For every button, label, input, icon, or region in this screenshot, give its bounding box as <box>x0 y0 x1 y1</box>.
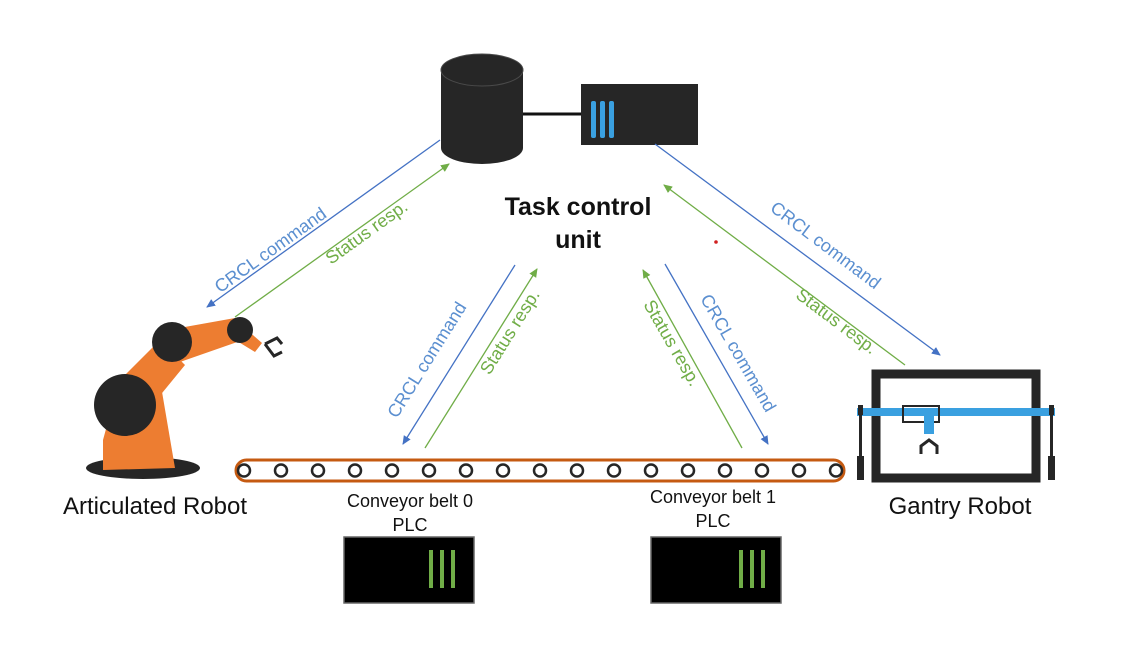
plc-icon <box>650 536 782 604</box>
task-control-line2: unit <box>555 226 601 254</box>
conveyor-roller <box>310 463 326 478</box>
conveyor-roller <box>754 463 770 478</box>
arm-command-label: CRCL command <box>211 203 330 296</box>
conveyor-belt-icon <box>234 458 846 483</box>
gantry-icon <box>857 369 1055 483</box>
belt1-status-label: Status resp. <box>640 296 705 389</box>
belt0-status-label: Status resp. <box>476 286 544 378</box>
conveyor-roller <box>828 463 844 478</box>
conveyor-roller <box>606 463 622 478</box>
belt1-status-arrow <box>642 269 743 449</box>
articulated-robot-label: Articulated Robot <box>62 493 248 520</box>
conveyor-roller <box>347 463 363 478</box>
task-control-line1: Task control <box>504 193 652 221</box>
database-icon <box>440 53 524 164</box>
conveyor1-line2: PLC <box>695 511 731 531</box>
belt0-status-arrow <box>424 268 538 449</box>
conveyor-roller <box>384 463 400 478</box>
belt0-command-label: CRCL command <box>383 298 470 421</box>
server-icon <box>581 84 698 145</box>
conveyor-roller <box>643 463 659 478</box>
conveyor-roller <box>569 463 585 478</box>
task-control-label: Task control unit <box>478 191 678 257</box>
robot-arm-icon <box>86 317 284 479</box>
belt0-command-arrow <box>402 264 516 445</box>
conveyor-roller <box>236 463 252 478</box>
conveyor-roller <box>273 463 289 478</box>
conveyor-roller <box>680 463 696 478</box>
conveyor-roller <box>421 463 437 478</box>
conveyor1-label: Conveyor belt 1 PLC <box>623 485 803 533</box>
arm-command-arrow <box>206 139 441 308</box>
conveyor-roller <box>717 463 733 478</box>
conveyor-roller <box>458 463 474 478</box>
red-dot-marker <box>714 240 718 244</box>
belt1-command-label: CRCL command <box>696 291 780 416</box>
belt1-command-arrow <box>664 263 769 445</box>
gantry-robot-label: Gantry Robot <box>888 493 1032 520</box>
plc-icon <box>343 536 475 604</box>
gantry-command-arrow <box>654 143 941 356</box>
conveyor0-line1: Conveyor belt 0 <box>346 491 474 511</box>
arm-status-arrow <box>234 163 450 318</box>
arm-status-label: Status resp. <box>322 196 412 268</box>
gantry-status-label: Status resp. <box>792 284 881 358</box>
conveyor-roller <box>791 463 807 478</box>
conveyor-roller <box>532 463 548 478</box>
gantry-command-label: CRCL command <box>767 197 885 293</box>
conveyor-roller <box>495 463 511 478</box>
conveyor0-line2: PLC <box>392 515 428 535</box>
gantry-status-arrow <box>663 184 906 366</box>
conveyor0-label: Conveyor belt 0 PLC <box>320 489 500 537</box>
conveyor1-line1: Conveyor belt 1 <box>649 487 777 507</box>
